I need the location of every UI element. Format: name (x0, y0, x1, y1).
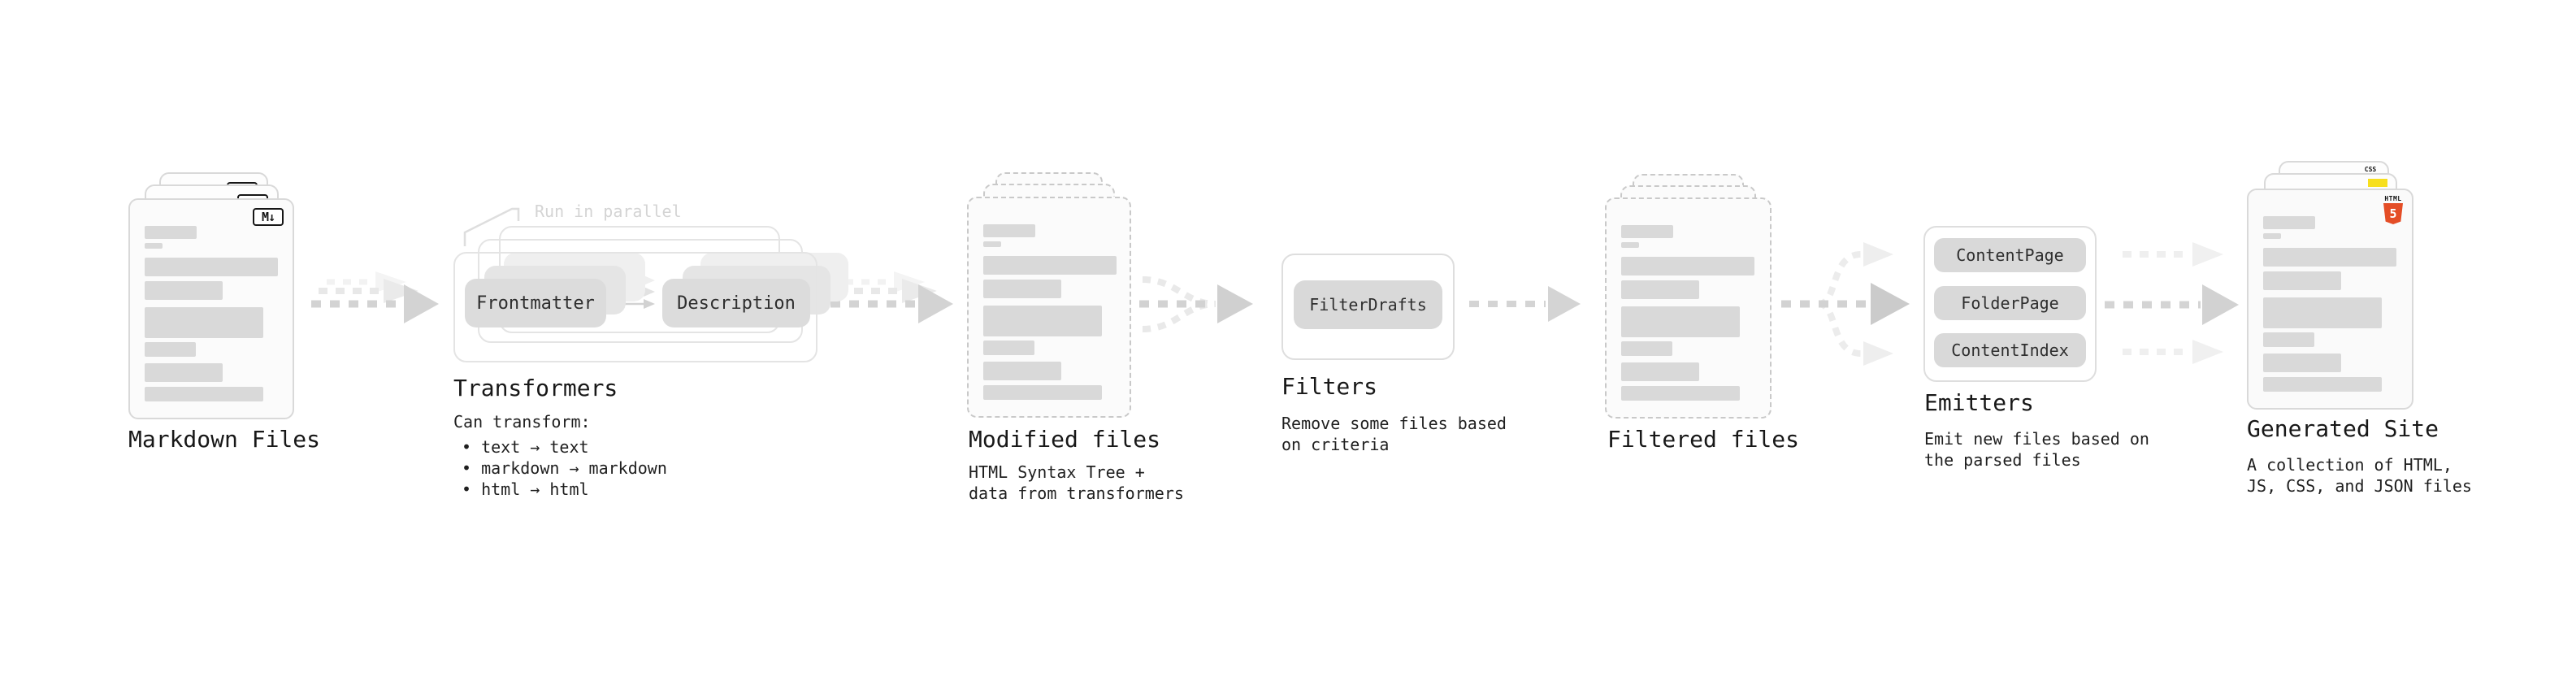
text-bar (1621, 386, 1740, 401)
filtered-file-card-front (1605, 197, 1772, 419)
text-bar (983, 280, 1061, 298)
stage-title-transformers: Transformers (453, 375, 618, 401)
text-bar (983, 362, 1061, 380)
generated-html-card: HTML 5 (2247, 189, 2413, 410)
modified-file-card-front (967, 197, 1131, 418)
text-bar (983, 340, 1034, 355)
text-bar (2263, 354, 2341, 372)
content-page-pill: ContentPage (1934, 238, 2086, 272)
markdown-file-card-front: M↓ (128, 198, 294, 419)
transformers-heading: Can transform: (453, 412, 591, 432)
text-bar (145, 307, 263, 338)
emitters-subtitle: the parsed files (1924, 450, 2081, 470)
text-bar (2263, 332, 2314, 347)
text-bar (2263, 377, 2382, 392)
markdown-icon: M↓ (253, 208, 284, 226)
arrow-filtered-to-emitters-fanout (1781, 242, 1910, 366)
modified-subtitle: HTML Syntax Tree + (969, 462, 1145, 482)
arrow-markdown-to-transformers (311, 271, 439, 323)
description-pill: Description (662, 279, 810, 327)
stage-title-modified-files: Modified files (969, 426, 1161, 453)
document-text-bars (983, 224, 1117, 400)
text-bar (1621, 362, 1699, 381)
generated-subtitle: JS, CSS, and JSON files (2247, 476, 2472, 496)
text-bar (983, 256, 1117, 275)
text-bar (1621, 225, 1673, 238)
stage-title-generated-site: Generated Site (2247, 415, 2439, 442)
arrow-transformers-to-modified (830, 271, 953, 323)
filter-drafts-pill: FilterDrafts (1294, 280, 1442, 329)
folder-page-pill: FolderPage (1934, 286, 2086, 320)
html5-digit: 5 (2389, 206, 2397, 221)
text-bar (2263, 271, 2341, 290)
text-bar (145, 243, 163, 249)
text-bar (2263, 248, 2396, 267)
stage-title-emitters: Emitters (1924, 389, 2034, 416)
document-text-bars (1621, 225, 1754, 401)
html5-icon: HTML 5 (2383, 195, 2404, 224)
text-bar (145, 258, 278, 276)
transformers-bullet: • text → text (462, 437, 589, 457)
frontmatter-pill: Frontmatter (465, 279, 606, 327)
text-bar (1621, 306, 1740, 337)
modified-subtitle: data from transformers (969, 484, 1184, 503)
text-bar (145, 226, 197, 239)
text-bar (983, 241, 1001, 247)
transformers-bullet: • html → html (462, 479, 589, 499)
content-index-pill: ContentIndex (1934, 333, 2086, 367)
text-bar (2263, 216, 2315, 229)
stage-title-filtered-files: Filtered files (1607, 426, 1800, 453)
text-bar (145, 281, 223, 300)
text-bar (1621, 280, 1699, 299)
filters-subtitle: Remove some files based (1281, 414, 1507, 433)
generated-subtitle: A collection of HTML, (2247, 455, 2452, 475)
transformer-layer-front (453, 252, 817, 362)
text-bar (1621, 341, 1672, 356)
text-bar (2263, 233, 2281, 239)
arrow-filters-to-filtered (1469, 286, 1581, 322)
text-bar (2263, 297, 2382, 328)
text-bar (145, 363, 223, 382)
text-bar (983, 306, 1102, 336)
document-text-bars (145, 226, 278, 401)
stage-title-filters: Filters (1281, 373, 1378, 400)
text-bar (145, 387, 263, 401)
text-bar (983, 224, 1035, 237)
text-bar (1621, 242, 1639, 248)
js-icon (2368, 179, 2387, 187)
emitters-subtitle: Emit new files based on (1924, 429, 2149, 449)
text-bar (983, 385, 1102, 400)
arrow-modified-to-filters-converge (1139, 276, 1253, 332)
transformers-bullet: • markdown → markdown (462, 458, 667, 478)
run-in-parallel-note: Run in parallel (535, 202, 682, 221)
text-bar (145, 342, 196, 357)
arrow-emitters-to-generated (2105, 242, 2239, 364)
text-bar (1621, 257, 1754, 275)
stage-title-markdown-files: Markdown Files (128, 426, 321, 453)
filters-subtitle: on criteria (1281, 435, 1390, 454)
document-text-bars (2263, 216, 2396, 392)
